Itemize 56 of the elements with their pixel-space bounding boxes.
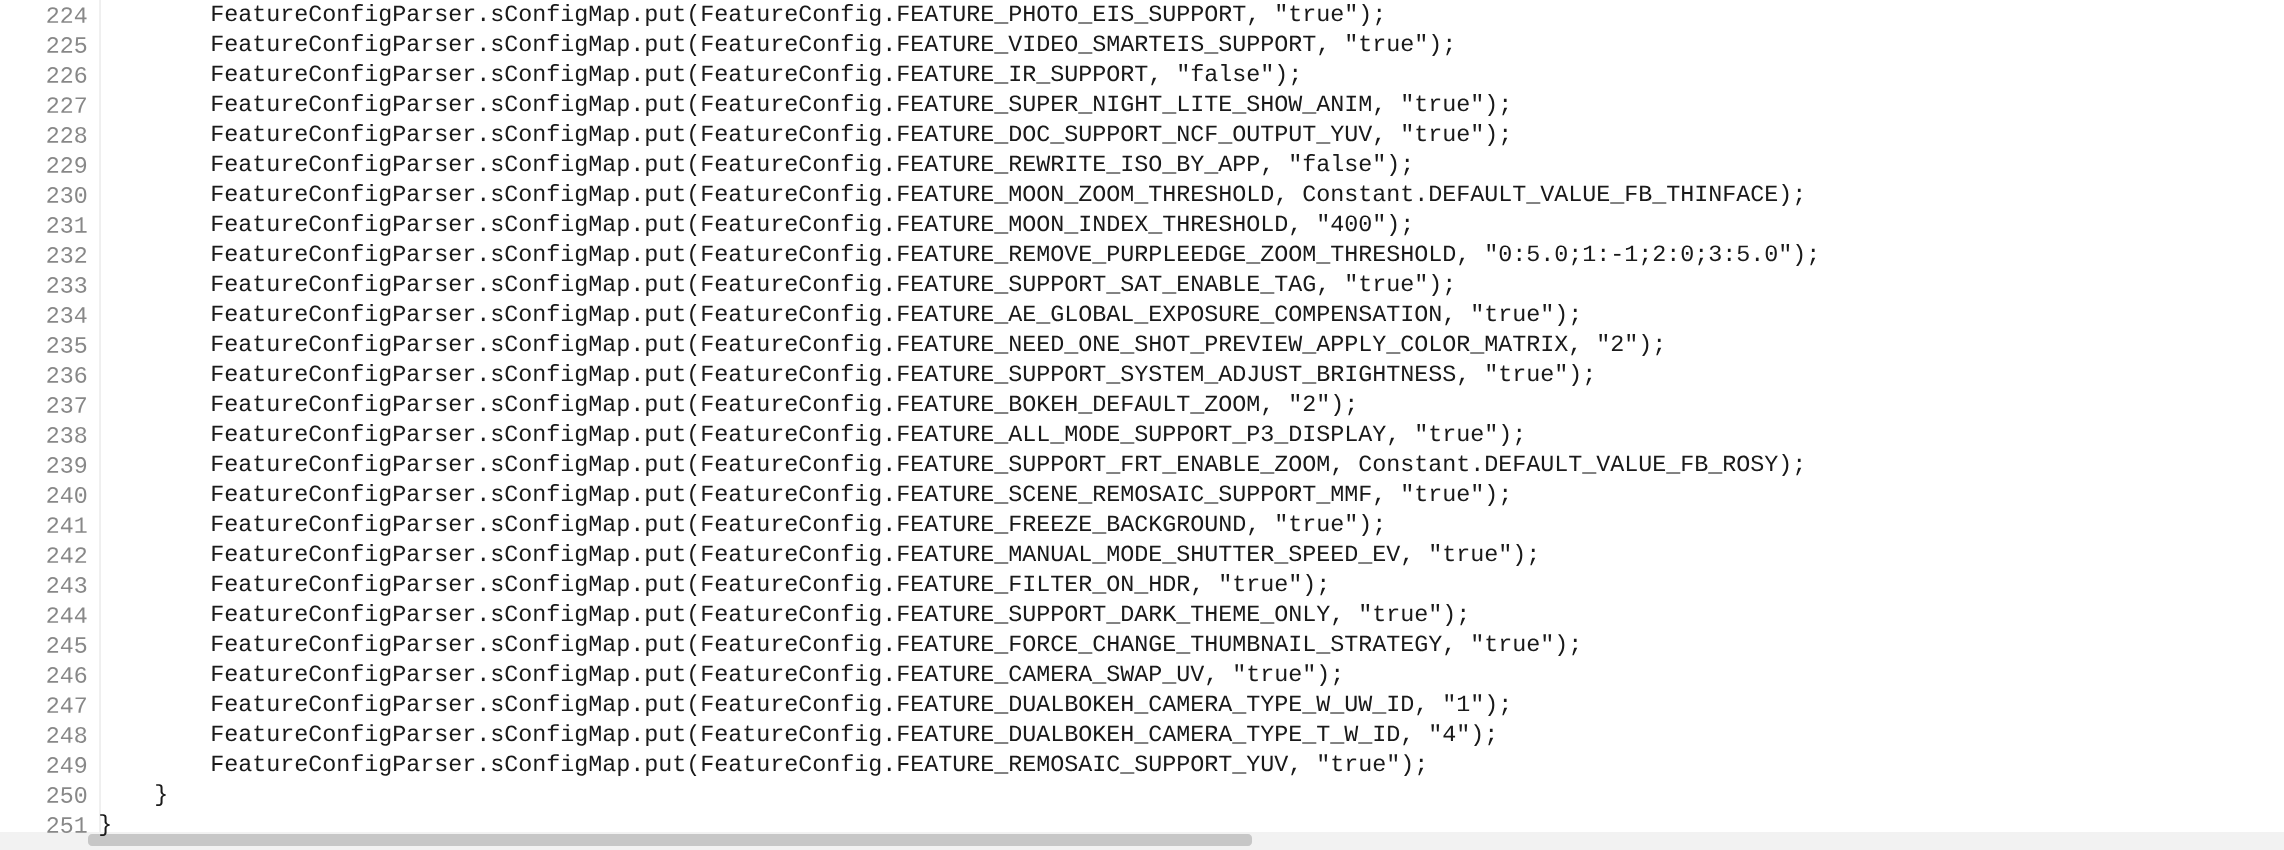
line-number: 224 <box>47 7 87 23</box>
line-number: 229 <box>47 157 87 173</box>
code-line: FeatureConfigParser.sConfigMap.put(FeatureConfig.FEATURE_SUPER_NIGHT_LITE_SHOW_ANIM, "true"); <box>212 94 1508 116</box>
code-line: FeatureConfigParser.sConfigMap.put(FeatureConfig.FEATURE_SUPPORT_SYSTEM_ADJUST_BRIGHTNESS, "true"); <box>212 364 1592 386</box>
line-number: 231 <box>47 217 87 233</box>
code-line: FeatureConfigParser.sConfigMap.put(FeatureConfig.FEATURE_DUALBOKEH_CAMERA_TYPE_W_UW_ID, "1"); <box>212 694 1508 716</box>
line-number: 233 <box>47 277 87 293</box>
code-line: } <box>156 784 166 806</box>
line-number: 226 <box>47 67 87 83</box>
line-number: 228 <box>47 127 87 143</box>
code-line: FeatureConfigParser.sConfigMap.put(FeatureConfig.FEATURE_IR_SUPPORT, "false"); <box>212 64 1298 86</box>
code-line: } <box>100 814 110 836</box>
code-line: FeatureConfigParser.sConfigMap.put(FeatureConfig.FEATURE_SUPPORT_FRT_ENABLE_ZOOM, Constant.DEFAULT_VALUE_FB_ROSY); <box>212 454 1802 476</box>
code-line: FeatureConfigParser.sConfigMap.put(FeatureConfig.FEATURE_SCENE_REMOSAIC_SUPPORT_MMF, "true"); <box>212 484 1508 506</box>
line-number: 245 <box>47 637 87 653</box>
code-line: FeatureConfigParser.sConfigMap.put(FeatureConfig.FEATURE_VIDEO_SMARTEIS_SUPPORT, "true"); <box>212 34 1452 56</box>
line-number: 250 <box>47 787 87 803</box>
code-line: FeatureConfigParser.sConfigMap.put(FeatureConfig.FEATURE_NEED_ONE_SHOT_PREVIEW_APPLY_COLOR_MATRIX, "2"); <box>212 334 1662 356</box>
line-number: 237 <box>47 397 86 413</box>
code-line: FeatureConfigParser.sConfigMap.put(FeatureConfig.FEATURE_REMOSAIC_SUPPORT_YUV, "true"); <box>212 754 1424 776</box>
code-line: FeatureConfigParser.sConfigMap.put(FeatureConfig.FEATURE_REWRITE_ISO_BY_APP, "false"); <box>212 154 1410 176</box>
line-number: 249 <box>47 757 87 773</box>
line-number: 235 <box>47 337 87 353</box>
line-number: 239 <box>47 457 87 473</box>
line-number: 225 <box>47 37 87 53</box>
line-number: 240 <box>47 487 87 503</box>
code-line: FeatureConfigParser.sConfigMap.put(FeatureConfig.FEATURE_SUPPORT_DARK_THEME_ONLY, "true"); <box>212 604 1466 626</box>
line-number: 241 <box>47 517 87 533</box>
line-number: 248 <box>47 727 87 743</box>
code-line: FeatureConfigParser.sConfigMap.put(FeatureConfig.FEATURE_FORCE_CHANGE_THUMBNAIL_STRATEGY, "true"); <box>212 634 1578 656</box>
code-line: FeatureConfigParser.sConfigMap.put(FeatureConfig.FEATURE_AE_GLOBAL_EXPOSURE_COMPENSATION, "true"); <box>212 304 1578 326</box>
code-line: FeatureConfigParser.sConfigMap.put(FeatureConfig.FEATURE_PHOTO_EIS_SUPPORT, "true"); <box>212 4 1382 26</box>
code-line: FeatureConfigParser.sConfigMap.put(FeatureConfig.FEATURE_CAMERA_SWAP_UV, "true"); <box>212 664 1340 686</box>
code-line: FeatureConfigParser.sConfigMap.put(FeatureConfig.FEATURE_MANUAL_MODE_SHUTTER_SPEED_EV, "true"); <box>212 544 1536 566</box>
code-line: FeatureConfigParser.sConfigMap.put(FeatureConfig.FEATURE_REMOVE_PURPLEEDGE_ZOOM_THRESHOLD, "0:5.0;1:-1;2:0;3:5.0"); <box>212 244 1816 266</box>
code-line: FeatureConfigParser.sConfigMap.put(FeatureConfig.FEATURE_FREEZE_BACKGROUND, "true"); <box>212 514 1382 536</box>
line-number: 244 <box>47 607 87 623</box>
code-line: FeatureConfigParser.sConfigMap.put(FeatureConfig.FEATURE_DUALBOKEH_CAMERA_TYPE_T_W_ID, "4"); <box>212 724 1494 746</box>
line-number: 236 <box>47 367 87 383</box>
line-number: 238 <box>47 427 87 443</box>
code-line: FeatureConfigParser.sConfigMap.put(FeatureConfig.FEATURE_BOKEH_DEFAULT_ZOOM, "2"); <box>212 394 1354 416</box>
line-number: 251 <box>47 817 87 833</box>
code-line: FeatureConfigParser.sConfigMap.put(FeatureConfig.FEATURE_ALL_MODE_SUPPORT_P3_DISPLAY, "true"); <box>212 424 1522 446</box>
code-line: FeatureConfigParser.sConfigMap.put(FeatureConfig.FEATURE_MOON_ZOOM_THRESHOLD, Constant.DEFAULT_VALUE_FB_THINFACE); <box>212 184 1802 206</box>
code-line: FeatureConfigParser.sConfigMap.put(FeatureConfig.FEATURE_SUPPORT_SAT_ENABLE_TAG, "true"); <box>212 274 1452 296</box>
code-line: FeatureConfigParser.sConfigMap.put(FeatureConfig.FEATURE_DOC_SUPPORT_NCF_OUTPUT_YUV, "true"); <box>212 124 1508 146</box>
line-number: 227 <box>47 97 86 113</box>
line-number: 246 <box>47 667 87 683</box>
line-number: 232 <box>47 247 87 263</box>
line-number: 243 <box>47 577 87 593</box>
line-number: 230 <box>47 187 87 203</box>
line-number: 247 <box>47 697 86 713</box>
line-number: 242 <box>47 547 87 563</box>
line-number: 234 <box>47 307 87 323</box>
code-line: FeatureConfigParser.sConfigMap.put(FeatureConfig.FEATURE_MOON_INDEX_THRESHOLD, "400"); <box>212 214 1410 236</box>
code-line: FeatureConfigParser.sConfigMap.put(FeatureConfig.FEATURE_FILTER_ON_HDR, "true"); <box>212 574 1326 596</box>
